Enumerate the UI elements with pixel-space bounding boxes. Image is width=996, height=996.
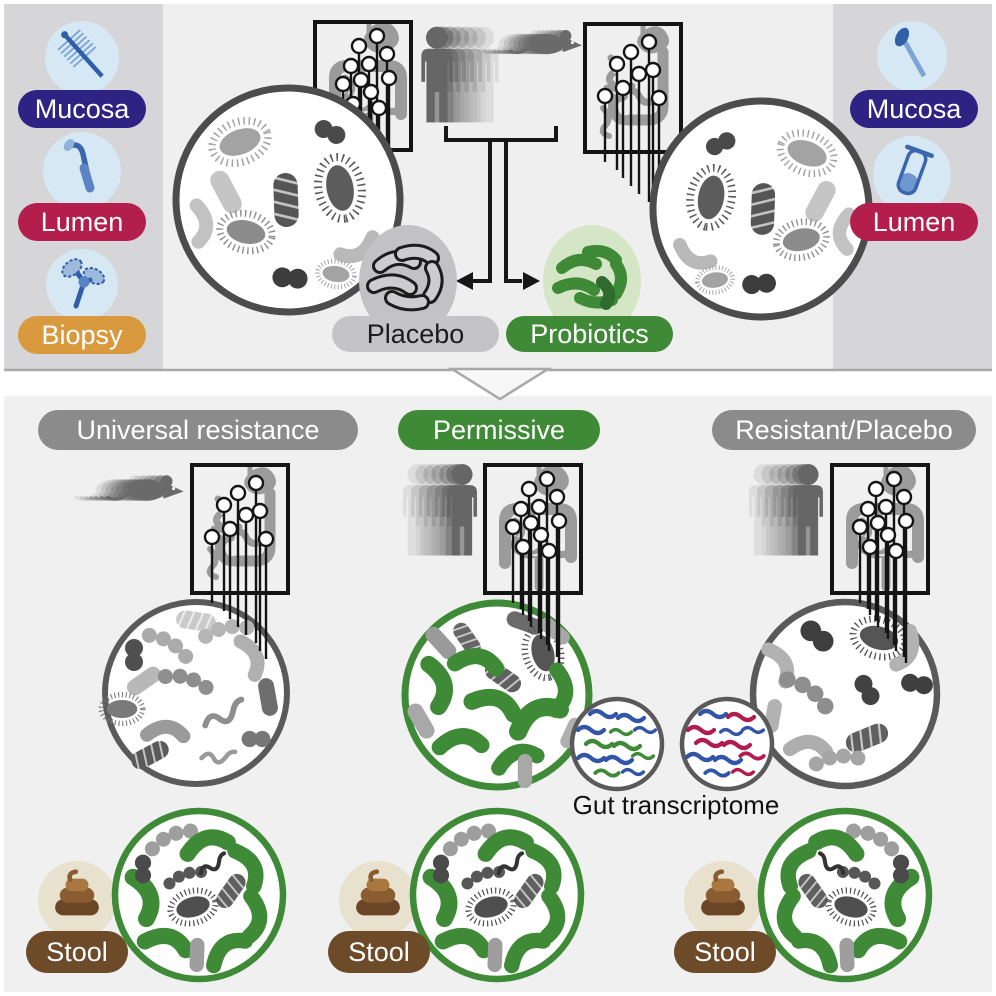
universal-resistance-header: Universal resistance [38, 410, 358, 450]
mucosal-microbiome-circle-right [649, 97, 873, 321]
human-group-icon [749, 464, 823, 556]
lumen-catheter-icon [63, 139, 95, 193]
swab-icon [894, 27, 927, 78]
biopsy-label-left: Biopsy [18, 316, 146, 354]
sampling-tool-icons [43, 21, 951, 321]
probiotics-label: Probiotics [506, 316, 673, 352]
test-tube-icon [896, 144, 934, 196]
stool-label-3: Stool [674, 931, 776, 973]
lumen-label-right: Lumen [850, 203, 978, 241]
section-divider [4, 367, 992, 401]
biopsy-forceps-icon [61, 258, 106, 309]
arrowhead-to-placebo [456, 272, 473, 290]
mouse-cohort-icon [480, 30, 582, 54]
mucosa-label-right: Mucosa [850, 90, 978, 128]
placebo-label: Placebo [332, 316, 499, 352]
mucosal-microbiome-circle-left [172, 84, 404, 316]
gut-transcriptome-label: Gut transcriptome [572, 790, 780, 820]
universal-resistance-column [76, 465, 288, 787]
mucosal-brush-icon [57, 29, 104, 78]
top-study-design [172, 22, 873, 337]
lumen-label-left: Lumen [18, 203, 146, 241]
gut-transcriptome-circle-permissive [569, 696, 665, 792]
placebo-pills-illustration [359, 225, 457, 337]
stool-label-2: Stool [328, 931, 430, 973]
mouse-group-icon [76, 475, 184, 501]
probiotics-illustration [543, 225, 641, 337]
human-group-icon [403, 464, 477, 556]
permissive-column [401, 464, 665, 792]
resistant-placebo-header: Resistant/Placebo [712, 410, 976, 450]
permissive-header: Permissive [398, 410, 600, 450]
bottom-outcome-groups [38, 464, 941, 983]
mucosa-label-left: Mucosa [18, 90, 146, 128]
stool-samples-row [38, 807, 933, 983]
randomization-arrows [444, 126, 558, 283]
gut-transcriptome-circle-resistant [679, 696, 775, 792]
resistant-placebo-column [679, 464, 941, 792]
human-cohort-icon [421, 27, 498, 123]
stool-label-1: Stool [26, 931, 128, 973]
arrowhead-to-probiotics [523, 272, 540, 290]
